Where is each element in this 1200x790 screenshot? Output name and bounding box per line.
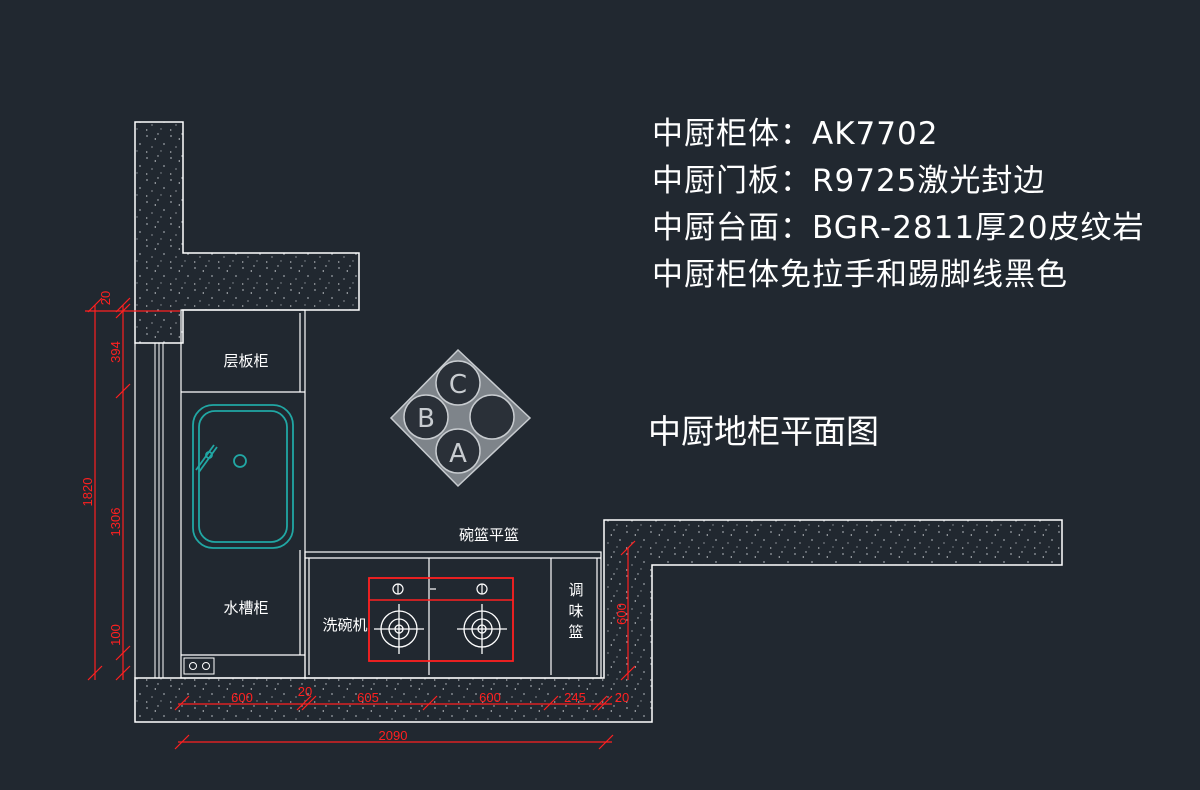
label-dish-basket: 碗篮平篮 — [459, 526, 519, 544]
cabinet-run-bottom — [304, 551, 602, 679]
sink — [192, 404, 294, 549]
spec-door-panel: 中厨门板：R9725激光封边 — [652, 163, 1046, 199]
dim-bottom-2: 20 — [298, 684, 312, 699]
socket-outlet — [183, 657, 215, 675]
view-label-b: B — [417, 404, 435, 434]
view-label-a: A — [449, 439, 467, 469]
dim-bottom-5: 245 — [564, 690, 586, 705]
plan-title: 中厨地柜平面图 — [648, 412, 879, 451]
label-dishwasher: 洗碗机 — [322, 616, 367, 634]
dim-bottom-6: 20 — [615, 690, 629, 705]
dimension-lines — [85, 297, 636, 750]
cabinet-run-left — [180, 309, 306, 679]
dim-bottom-4: 600 — [479, 690, 501, 705]
label-sink-cabinet: 水槽柜 — [223, 599, 268, 617]
dim-left-overall: 1820 — [80, 478, 95, 507]
view-direction-marker: C B A — [389, 348, 532, 488]
label-seasoning-3: 篮 — [568, 623, 583, 641]
spec-countertop: 中厨台面：BGR-2811厚20皮纹岩 — [652, 210, 1145, 246]
burner-left — [374, 604, 424, 654]
wall-bottom — [134, 519, 1063, 723]
dimension-texts: 1820 20 394 1306 100 600 600 20 605 600 … — [80, 291, 629, 743]
view-label-c: C — [449, 370, 467, 400]
dim-left-shelf: 394 — [108, 341, 123, 363]
cooktop — [368, 577, 514, 662]
spec-cabinet-body: 中厨柜体：AK7702 — [652, 116, 939, 152]
dim-right-depth: 600 — [614, 603, 629, 625]
burner-right — [457, 604, 507, 654]
dim-bottom-3: 605 — [357, 690, 379, 705]
dim-bottom-total: 2090 — [379, 728, 408, 743]
dim-left-top-gap: 20 — [98, 291, 113, 305]
spec-handle-kickboard: 中厨柜体免拉手和踢脚线黑色 — [652, 257, 1068, 293]
dim-bottom-1: 600 — [231, 690, 253, 705]
wall-left-top — [134, 121, 360, 344]
label-seasoning-1: 调 — [568, 581, 583, 599]
dim-left-sink: 1306 — [108, 508, 123, 537]
label-seasoning-2: 味 — [568, 602, 583, 620]
label-shelf-cabinet: 层板柜 — [223, 352, 268, 370]
dim-left-bottom: 100 — [108, 624, 123, 646]
